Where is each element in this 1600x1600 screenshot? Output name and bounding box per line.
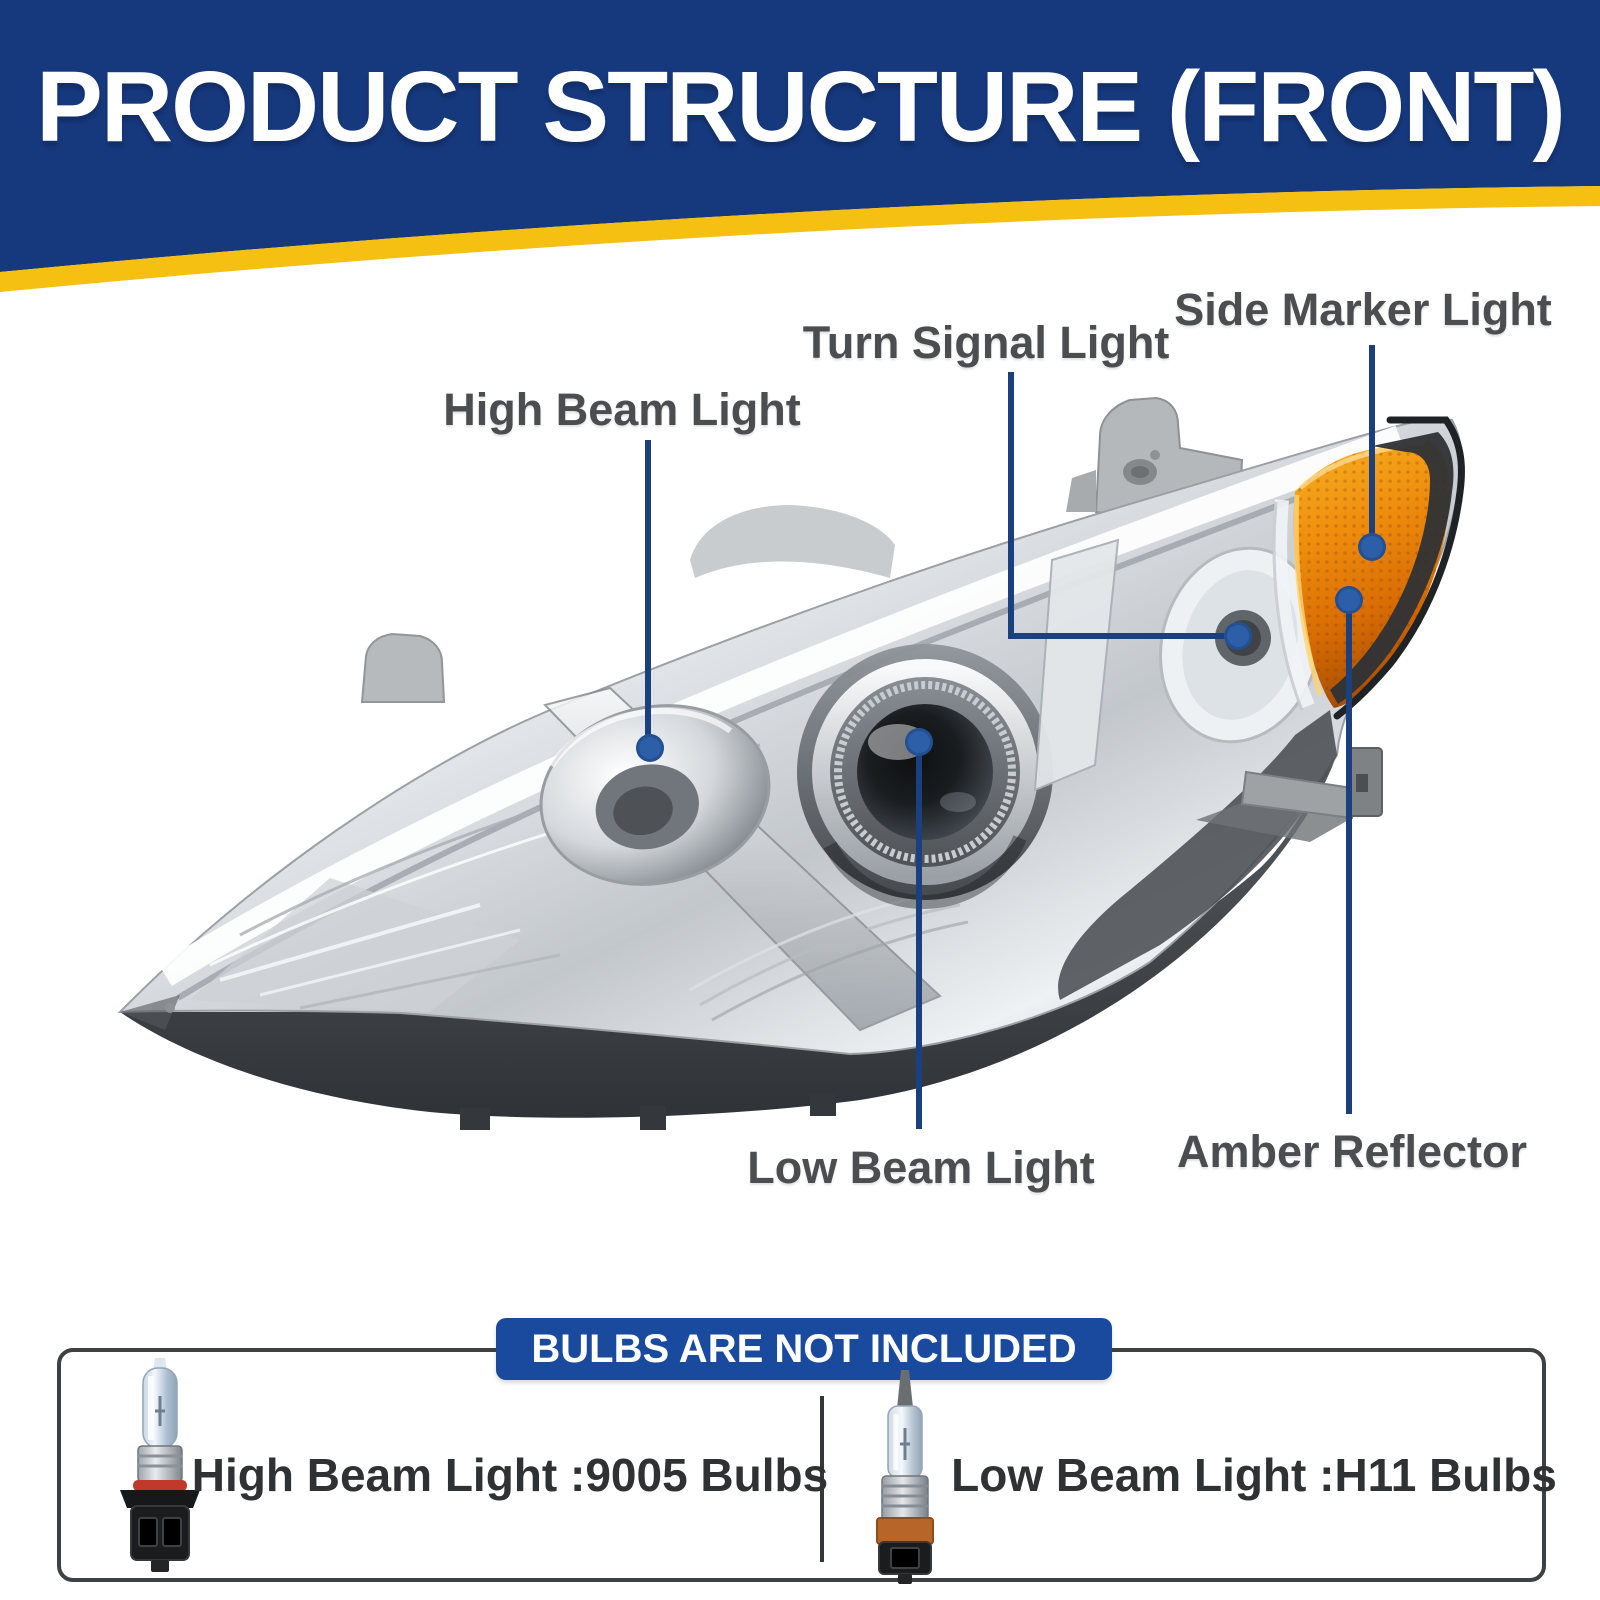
high-beam-bulb-spec: High Beam Light :9005 Bulbs bbox=[191, 1449, 829, 1501]
side-marker-dot bbox=[1358, 533, 1386, 561]
side-marker-leader-line bbox=[1369, 345, 1375, 548]
turn-signal-dot bbox=[1224, 622, 1252, 650]
callout-turn-signal-light: Turn Signal Light bbox=[802, 317, 1170, 368]
h11-halogen-bulb-icon bbox=[876, 1370, 934, 1584]
low-beam-dot bbox=[905, 728, 933, 756]
bulbs-box-divider bbox=[820, 1396, 824, 1562]
turn-signal-leader-line-vertical bbox=[1008, 372, 1014, 636]
9005-halogen-bulb-icon bbox=[120, 1358, 200, 1572]
high-beam-leader-line bbox=[645, 440, 651, 748]
callout-amber-reflector: Amber Reflector bbox=[1176, 1126, 1528, 1177]
bulbs-info-box bbox=[57, 1348, 1546, 1582]
low-beam-leader-line bbox=[916, 741, 922, 1129]
callout-low-beam-light: Low Beam Light bbox=[747, 1142, 1095, 1193]
callout-side-marker-light: Side Marker Light bbox=[1174, 284, 1552, 335]
bulbs-box-header: BULBS ARE NOT INCLUDED bbox=[496, 1318, 1112, 1380]
page-title: PRODUCT STRUCTURE (FRONT) bbox=[36, 51, 1566, 163]
low-beam-bulb-spec: Low Beam Light :H11 Bulbs bbox=[951, 1449, 1557, 1501]
amber-reflector-leader-line bbox=[1346, 600, 1352, 1114]
banner-swoosh bbox=[0, 0, 1600, 292]
high-beam-dot bbox=[636, 734, 664, 762]
callout-high-beam-light: High Beam Light bbox=[443, 384, 801, 435]
amber-reflector-dot bbox=[1335, 586, 1363, 614]
turn-signal-leader-line-horizontal bbox=[1008, 633, 1240, 639]
